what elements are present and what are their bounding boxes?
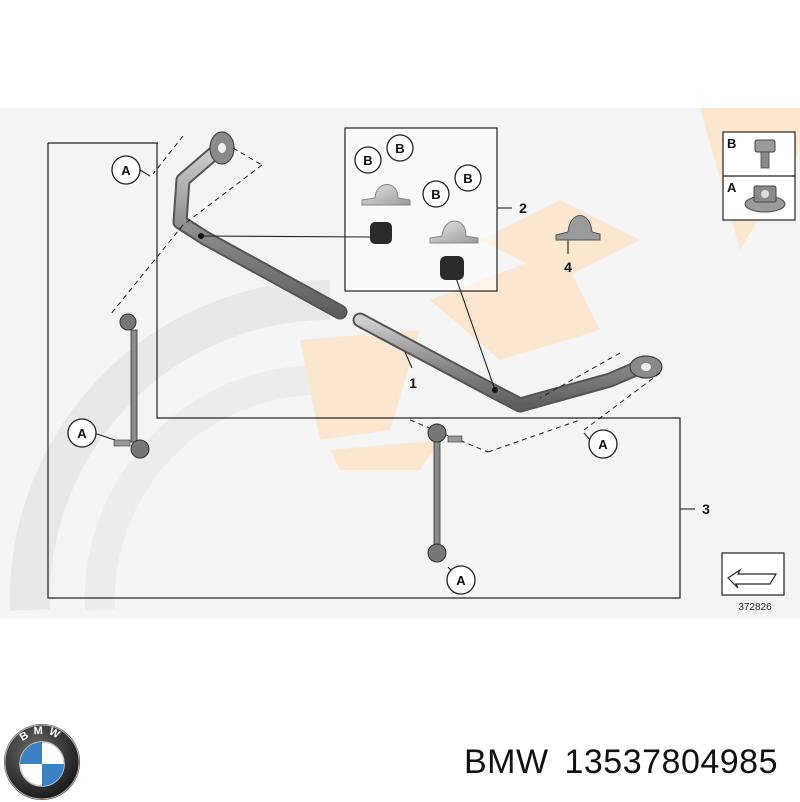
- link-right-bottom-joint: [427, 543, 447, 563]
- orientation-arrow-icon: [727, 568, 778, 589]
- watermark-arc-inner: [84, 364, 321, 611]
- clamp-part-4: [555, 215, 601, 241]
- stabilizer-link-right: [427, 423, 463, 563]
- svg-text:A: A: [121, 163, 131, 178]
- svg-text:A: A: [77, 426, 87, 441]
- link-left-rod: [130, 329, 138, 443]
- svg-text:B: B: [463, 171, 472, 186]
- svg-text:A: A: [456, 573, 466, 588]
- watermark-shape-5: [330, 440, 440, 470]
- bushing-top: [370, 222, 392, 244]
- dashed-lines: [109, 135, 661, 453]
- leader-lines: [93, 169, 695, 579]
- ref-a-right-bar: A: [588, 429, 618, 459]
- bar-end-left-hole: [218, 143, 226, 153]
- bushings: [198, 222, 498, 393]
- hardware-legend: B A: [722, 131, 796, 221]
- part-number: 13537804985: [564, 743, 778, 781]
- stabilizer-bar-right-fill: [354, 314, 651, 411]
- svg-text:B: B: [431, 187, 440, 202]
- link-left-stud: [113, 439, 131, 447]
- link-left-bottom-joint: [130, 439, 150, 459]
- image-number: 372826: [738, 602, 772, 613]
- frame-part-3: [47, 142, 681, 599]
- ref-a-right-link: A: [446, 565, 476, 595]
- bmw-logo: BMW: [4, 724, 80, 800]
- ref-b-1: B: [354, 146, 382, 174]
- legend-label-a: A: [727, 180, 737, 195]
- ref-a-top-left: A: [111, 155, 141, 185]
- link-right-top-joint: [427, 423, 447, 443]
- ref-b-3: B: [422, 180, 450, 208]
- link-left-top-joint: [119, 313, 137, 331]
- stabilizer-link-left: [113, 313, 150, 459]
- orientation-box: [721, 552, 785, 596]
- stabilizer-bar-left-fill: [174, 142, 346, 318]
- ref-b-2: B: [386, 134, 414, 162]
- link-right-stud: [447, 435, 463, 443]
- link-right-rod: [433, 441, 441, 549]
- stabilizer-bar: [172, 131, 663, 413]
- clamp-b-bottom: [429, 220, 479, 244]
- watermark-arc-outer: [9, 280, 331, 611]
- brand-part-number: BMW 13537804985: [464, 743, 778, 782]
- bolt-icon: [754, 139, 776, 169]
- ref-b-4: B: [454, 164, 482, 192]
- brand-name: BMW: [463, 743, 549, 781]
- bar-point-left: [198, 233, 204, 239]
- clamp-b-top: [361, 184, 411, 206]
- clamps: [361, 184, 601, 244]
- ref-a-left-link: A: [67, 418, 97, 448]
- nut-icon: [744, 185, 786, 213]
- svg-text:B: B: [395, 141, 404, 156]
- callout-1: 1: [409, 375, 417, 391]
- svg-text:B: B: [363, 153, 372, 168]
- footer: BMW BMW 13537804985: [0, 700, 800, 800]
- legend-label-b: B: [727, 136, 736, 151]
- bar-end-right-hole: [641, 363, 651, 371]
- svg-text:A: A: [598, 437, 608, 452]
- callout-2: 2: [519, 200, 527, 216]
- callout-3: 3: [702, 501, 710, 517]
- callout-4: 4: [564, 259, 572, 275]
- bushing-bottom: [440, 256, 464, 280]
- watermark-shape-2: [300, 330, 420, 440]
- bar-point-right: [492, 387, 498, 393]
